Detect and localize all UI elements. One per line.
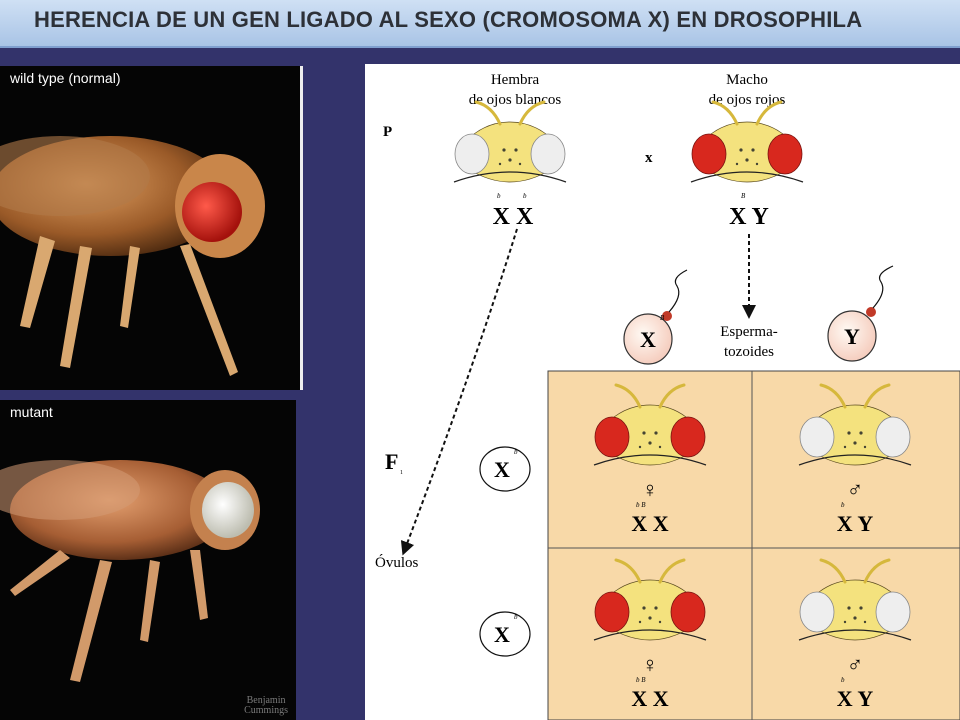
egg-arrow xyxy=(400,228,518,556)
offspring-genotype: X X xyxy=(631,686,668,711)
svg-text:X: X xyxy=(494,622,510,647)
female-genotype: X X xyxy=(493,204,534,230)
sex-symbol: ♀ xyxy=(642,477,659,502)
offspring-male-top: ♂ X Y b xyxy=(797,383,913,536)
wild-type-photo: wild type (normal) xyxy=(0,66,303,390)
svg-text:b: b xyxy=(841,676,845,684)
inheritance-diagram: Hembra de ojos blancos Macho de ojos roj… xyxy=(365,64,960,720)
male-parent-head xyxy=(689,100,805,184)
egg-top: X b xyxy=(479,446,531,492)
title-bar: HERENCIA DE UN GEN LIGADO AL SEXO (CROMO… xyxy=(0,0,960,48)
sperm-y: Y xyxy=(827,265,894,362)
sex-symbol: ♂ xyxy=(847,652,864,677)
sperm-x: X B xyxy=(623,269,688,365)
male-title-line2: de ojos rojos xyxy=(709,92,786,108)
mutant-label: mutant xyxy=(10,404,53,420)
publisher-credit: Benjamin Cummings xyxy=(244,695,288,716)
sex-symbol: ♀ xyxy=(642,652,659,677)
offspring-genotype: X Y xyxy=(837,511,874,536)
female-allele-1: b xyxy=(497,192,501,200)
svg-text:b: b xyxy=(841,501,845,509)
sex-symbol: ♂ xyxy=(847,477,864,502)
generation-f1-subscript: 1 xyxy=(400,470,403,476)
svg-text:X: X xyxy=(494,457,510,482)
offspring-male-bottom: ♂ X Y b xyxy=(797,558,913,711)
generation-p-label: P xyxy=(383,124,392,140)
svg-text:B: B xyxy=(660,314,665,322)
wild-type-label: wild type (normal) xyxy=(10,70,121,86)
offspring-genotype: X X xyxy=(631,511,668,536)
slide-title: HERENCIA DE UN GEN LIGADO AL SEXO (CROMO… xyxy=(34,7,863,32)
diagram-svg: Hembra de ojos blancos Macho de ojos roj… xyxy=(375,72,960,720)
offspring-female-bottom: ♀ X X b B xyxy=(592,558,708,711)
generation-f1-label: F xyxy=(385,449,398,474)
female-allele-2: b xyxy=(523,192,527,200)
svg-text:b B: b B xyxy=(636,676,646,684)
female-title-line1: Hembra xyxy=(491,72,540,88)
female-parent-head xyxy=(452,100,568,184)
wild-fly-illustration xyxy=(0,136,265,376)
egg-bottom: X b xyxy=(479,611,531,657)
mutant-fly-illustration xyxy=(0,460,260,682)
male-allele: B xyxy=(741,192,746,200)
sperm-label-line2: tozoides xyxy=(724,344,774,360)
sperm-label-line1: Esperma- xyxy=(720,324,777,340)
male-genotype: X Y xyxy=(729,204,769,230)
mutant-photo: mutant Benjamin Cummings xyxy=(0,400,296,720)
male-title-line1: Macho xyxy=(726,72,768,88)
offspring-genotype: X Y xyxy=(837,686,874,711)
cross-symbol: x xyxy=(645,150,653,166)
svg-text:b: b xyxy=(514,613,518,621)
svg-text:X: X xyxy=(640,327,656,352)
eggs-label: Óvulos xyxy=(375,554,419,571)
svg-text:b: b xyxy=(514,448,518,456)
svg-text:b B: b B xyxy=(636,501,646,509)
offspring-female-top: ♀ X X b B xyxy=(592,383,708,536)
svg-text:Y: Y xyxy=(844,324,860,349)
